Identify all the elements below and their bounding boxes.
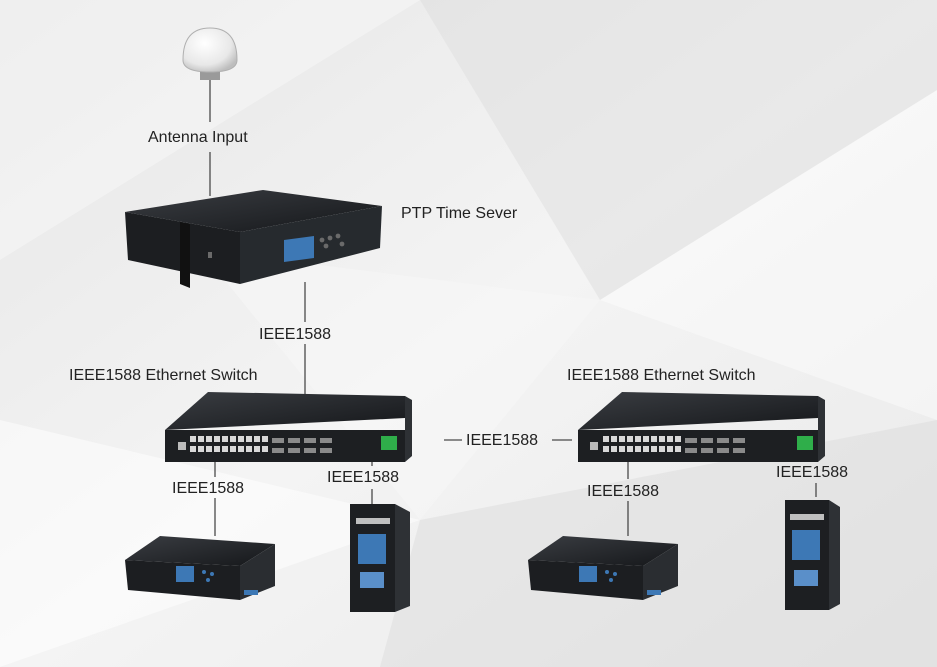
bg-facet bbox=[200, 250, 600, 520]
switch-left-title: IEEE1588 Ethernet Switch bbox=[69, 367, 258, 384]
panel-lcd bbox=[358, 534, 386, 564]
ieee1588-link-label: IEEE1588 bbox=[466, 432, 539, 449]
server-keypad-button bbox=[335, 233, 341, 239]
ptp-time-server-label: PTP Time Sever bbox=[401, 205, 518, 222]
server-keypad-button bbox=[323, 243, 329, 249]
switch-side bbox=[818, 396, 825, 462]
device-top bbox=[528, 536, 678, 566]
server-lcd bbox=[284, 236, 314, 262]
switch-top bbox=[578, 392, 818, 430]
connection-lines bbox=[209, 80, 817, 536]
ieee1588-right-a-label: IEEE1588 bbox=[587, 483, 660, 500]
right-rack-device bbox=[528, 536, 678, 600]
switch-console-port bbox=[178, 442, 186, 450]
device-side bbox=[643, 544, 678, 600]
switch-ports bbox=[190, 436, 268, 452]
ieee1588-right-b-label: IEEE1588 bbox=[776, 464, 849, 481]
ieee1588-left-b-label: IEEE1588 bbox=[327, 469, 400, 486]
bg-facet bbox=[600, 90, 937, 420]
bg-facet bbox=[420, 0, 937, 300]
device-lcd bbox=[579, 566, 597, 582]
panel-header bbox=[356, 518, 390, 524]
device-keypad-button bbox=[605, 570, 609, 574]
server-keypad-button bbox=[319, 237, 325, 243]
device-keypad-button bbox=[210, 572, 214, 576]
gps-antenna bbox=[182, 27, 238, 80]
device-label-plate bbox=[647, 590, 661, 595]
left-ethernet-switch bbox=[165, 392, 412, 462]
panel-side bbox=[395, 504, 410, 612]
device-keypad-button bbox=[202, 570, 206, 574]
device-top bbox=[125, 536, 275, 566]
switch-right-title: IEEE1588 Ethernet Switch bbox=[567, 367, 756, 384]
antenna-input-label: Antenna Input bbox=[148, 129, 248, 146]
device-label-plate bbox=[244, 590, 258, 595]
ieee1588-main-label: IEEE1588 bbox=[259, 326, 332, 343]
switch-terminal-block bbox=[381, 436, 397, 450]
server-rack-ear bbox=[180, 222, 190, 288]
right-relay-panel bbox=[785, 500, 840, 610]
server-keypad-button bbox=[327, 235, 333, 241]
ieee1588-left-a-label: IEEE1588 bbox=[172, 480, 245, 497]
switch-ports bbox=[603, 436, 681, 452]
device-side bbox=[240, 544, 275, 600]
device-keypad-button bbox=[206, 578, 210, 582]
panel-side bbox=[829, 500, 840, 610]
switch-terminal-block bbox=[797, 436, 813, 450]
switch-front bbox=[578, 430, 818, 462]
server-top bbox=[125, 190, 382, 232]
antenna-dome bbox=[182, 27, 238, 73]
panel-header bbox=[790, 514, 824, 520]
panel-lcd bbox=[792, 530, 820, 560]
server-keypad-button bbox=[339, 241, 345, 247]
device-lcd bbox=[176, 566, 194, 582]
ptp-time-server bbox=[125, 190, 382, 288]
device-keypad-button bbox=[609, 578, 613, 582]
panel-keypad bbox=[794, 570, 818, 586]
server-power-led bbox=[208, 252, 212, 258]
left-relay-panel bbox=[350, 504, 410, 612]
panel-keypad bbox=[360, 572, 384, 588]
switch-front bbox=[165, 430, 405, 462]
left-rack-device bbox=[125, 536, 275, 600]
bg-facet bbox=[0, 0, 420, 260]
switch-sfp-ports bbox=[685, 438, 745, 453]
right-ethernet-switch bbox=[578, 392, 825, 462]
switch-side bbox=[405, 396, 412, 462]
switch-sfp-ports bbox=[272, 438, 332, 453]
device-keypad-button bbox=[613, 572, 617, 576]
switch-top bbox=[165, 392, 405, 430]
switch-console-port bbox=[590, 442, 598, 450]
